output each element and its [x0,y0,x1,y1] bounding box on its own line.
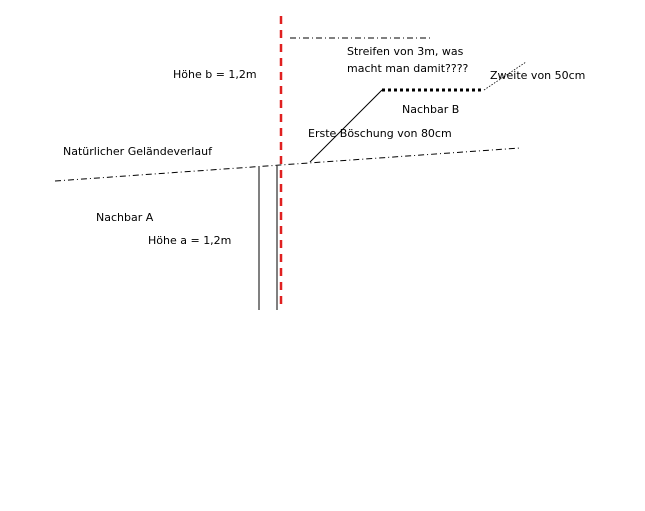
second-embankment-line [483,61,527,91]
height-b-label: Höhe b = 1,2m [173,68,257,81]
neighbour-a-label: Nachbar A [96,211,154,224]
natural-terrain-label: Natürlicher Geländeverlauf [63,145,212,158]
first-embankment-label: Erste Böschung von 80cm [308,127,452,140]
first-embankment-line [309,89,383,163]
height-a-label: Höhe a = 1,2m [148,234,232,247]
neighbour-b-label: Nachbar B [402,103,460,116]
strip-label-line1: Streifen von 3m, was [347,45,464,58]
strip-label-line2: macht man damit???? [347,62,469,75]
second-embankment-label: Zweite von 50cm [490,69,586,82]
